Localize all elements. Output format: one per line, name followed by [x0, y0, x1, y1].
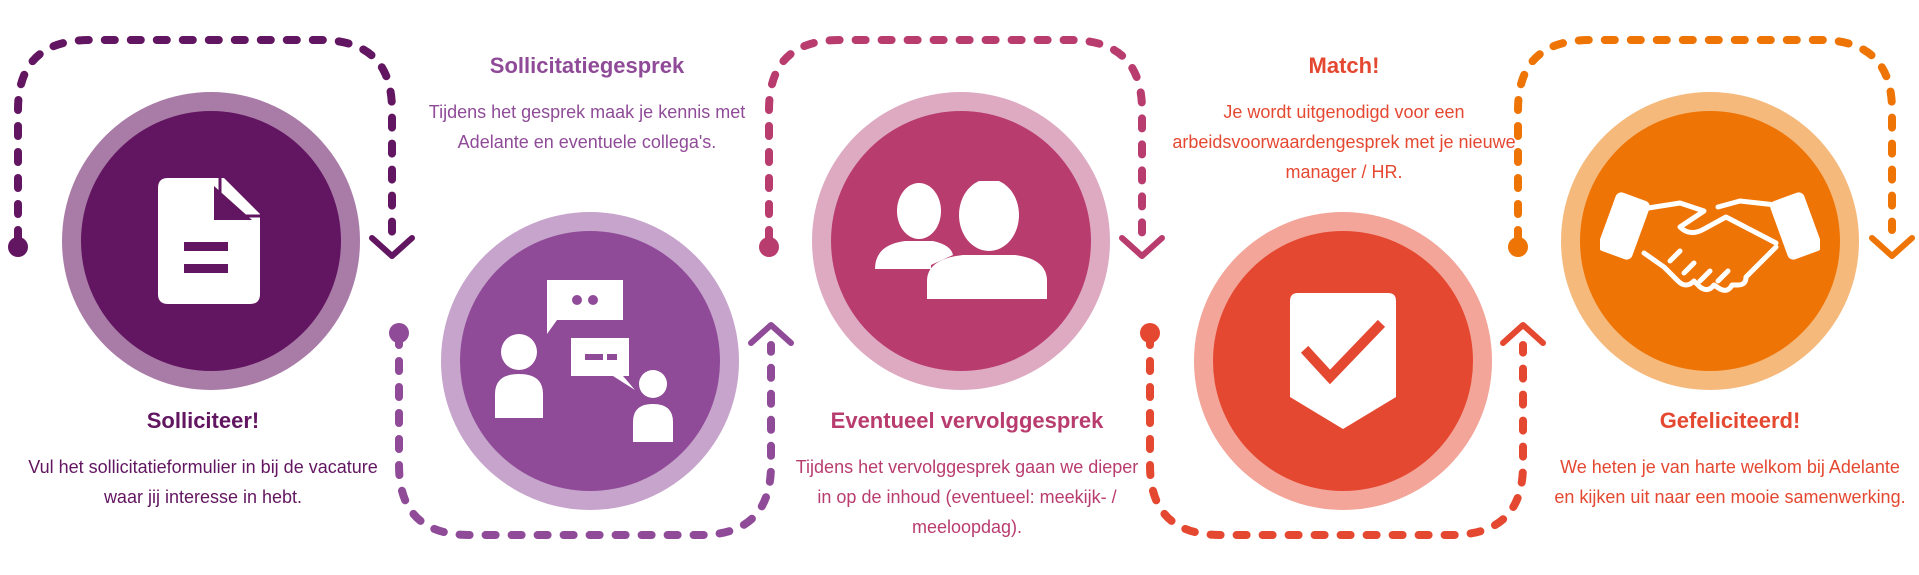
connector-arc-4 [1146, 331, 1527, 539]
chevron-down-icon [1869, 235, 1915, 259]
step-1-circle [62, 92, 360, 390]
connector-start-dot-5 [1508, 237, 1528, 257]
step-2-description: Tijdens het gesprek maak je kennis met A… [428, 102, 746, 152]
step-1-description: Vul het sollicitatieformulier in bij de … [28, 457, 378, 507]
checkmark-shield-icon [1290, 293, 1396, 429]
connector-arc-5 [1514, 36, 1896, 244]
connector-start-dot-2 [389, 323, 409, 343]
step-4-description: Je wordt uitgenodigd voor een arbeidsvoo… [1172, 102, 1516, 182]
step-4-circle [1194, 212, 1492, 510]
document-icon [158, 178, 260, 304]
connector-start-dot-3 [759, 237, 779, 257]
chevron-up-icon [748, 322, 794, 346]
chevron-down-icon [1119, 235, 1165, 259]
step-5-description: We heten je van harte welkom bij Adelant… [1554, 457, 1906, 507]
handshake-icon [1600, 192, 1820, 293]
conversation-icon [495, 280, 673, 442]
step-3-circle [812, 92, 1110, 390]
connector-start-dot-4 [1140, 323, 1160, 343]
step-5-title: Gefeliciteerd! [1659, 408, 1801, 433]
step-1-title: Solliciteer! [146, 408, 260, 433]
connector-arc-3 [765, 36, 1146, 244]
step-3-title: Eventueel vervolggesprek [830, 408, 1104, 433]
chevron-down-icon [369, 235, 415, 259]
step-4-title: Match! [1308, 53, 1380, 78]
step-5-circle [1561, 92, 1859, 390]
people-icon [875, 181, 1047, 299]
connector-arc-1 [14, 36, 396, 244]
step-2-title: Sollicitatiegesprek [489, 53, 685, 78]
connector-start-dot-1 [8, 237, 28, 257]
chevron-up-icon [1500, 322, 1546, 346]
step-2-circle [441, 212, 739, 510]
step-3-description: Tijdens het vervolggesprek gaan we diepe… [795, 457, 1139, 537]
connector-arc-2 [395, 331, 775, 539]
